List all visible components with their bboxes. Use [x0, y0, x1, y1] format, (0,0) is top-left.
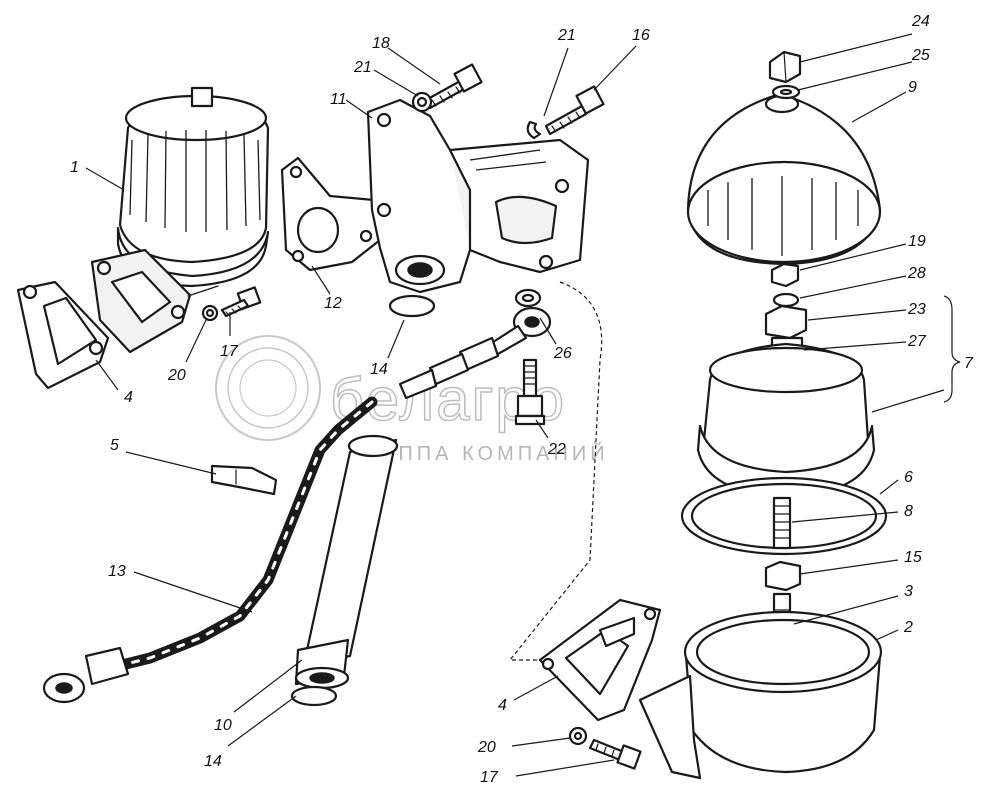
stud-8: [772, 496, 792, 550]
callout-25: 25: [911, 47, 930, 64]
bolt-16: [544, 85, 605, 136]
clamp-5: [210, 464, 278, 496]
callout-14: 14: [370, 361, 388, 378]
callout-21: 21: [557, 27, 576, 44]
washer-28: [772, 292, 800, 308]
callout-22: 22: [547, 441, 566, 458]
leader-lines: [85, 33, 945, 777]
washer-26: [514, 288, 542, 308]
callout-9: 9: [908, 79, 917, 96]
callout-23: 23: [907, 301, 926, 318]
callout-15: 15: [904, 549, 922, 566]
banjo-fitting: [398, 306, 552, 400]
callout-20: 20: [477, 739, 496, 756]
bolt-17-lower: [588, 738, 642, 770]
filter-tube-10: [294, 434, 399, 690]
callout-12: 12: [324, 295, 342, 312]
callout-26: 26: [553, 345, 572, 362]
callout-17: 17: [480, 769, 499, 786]
washer-21-left: [411, 91, 433, 113]
seal-ring-14-upper: [388, 294, 436, 318]
housing-7: [696, 342, 876, 498]
gasket-12: [280, 156, 382, 272]
nut-15: [764, 560, 802, 592]
callout-18: 18: [372, 35, 390, 52]
callout-4: 4: [124, 389, 133, 406]
washer-20-left: [201, 304, 219, 322]
flange-plate: [90, 248, 219, 354]
callout-14: 14: [204, 753, 222, 770]
callout-13: 13: [108, 563, 126, 580]
callout-19: 19: [908, 233, 926, 250]
gasket-4-lower: [538, 598, 662, 722]
callout-1: 1: [70, 159, 79, 176]
callout-27: 27: [907, 333, 927, 350]
hollow-bolt-22: [514, 358, 546, 426]
callout-labels: 1 4 20 17 12 11 18 21 21 16 14 26 22 5 1…: [70, 13, 974, 786]
bracket-11: [366, 98, 590, 294]
callout-24: 24: [911, 13, 930, 30]
callout-3: 3: [904, 583, 913, 600]
callout-10: 10: [214, 717, 232, 734]
washer-25: [771, 84, 801, 100]
callout-21: 21: [353, 59, 372, 76]
callout-6: 6: [904, 469, 913, 486]
callout-11: 11: [330, 91, 347, 108]
callout-5: 5: [110, 437, 119, 454]
group-7-brace: [943, 295, 961, 403]
cover-9: [686, 92, 882, 266]
nut-24: [768, 50, 802, 84]
washer-21-right: [526, 120, 542, 140]
washer-20-lower: [568, 726, 588, 746]
callout-20: 20: [167, 367, 186, 384]
callout-28: 28: [907, 265, 926, 282]
bowl-2: [638, 610, 883, 780]
callout-16: 16: [632, 27, 650, 44]
bolt-18: [424, 63, 483, 110]
nut-23: [764, 304, 808, 340]
callout-2: 2: [903, 619, 913, 636]
gasket-4-left: [16, 280, 110, 390]
callout-4: 4: [498, 697, 507, 714]
seal-ring-14-lower: [290, 685, 338, 707]
callout-17: 17: [220, 343, 239, 360]
pipe-13: [42, 396, 378, 704]
assembly-line: [508, 281, 603, 661]
bolt-17-left: [220, 286, 262, 318]
nut-19: [770, 262, 800, 288]
callout-7: 7: [964, 355, 974, 372]
callout-8: 8: [904, 503, 913, 520]
